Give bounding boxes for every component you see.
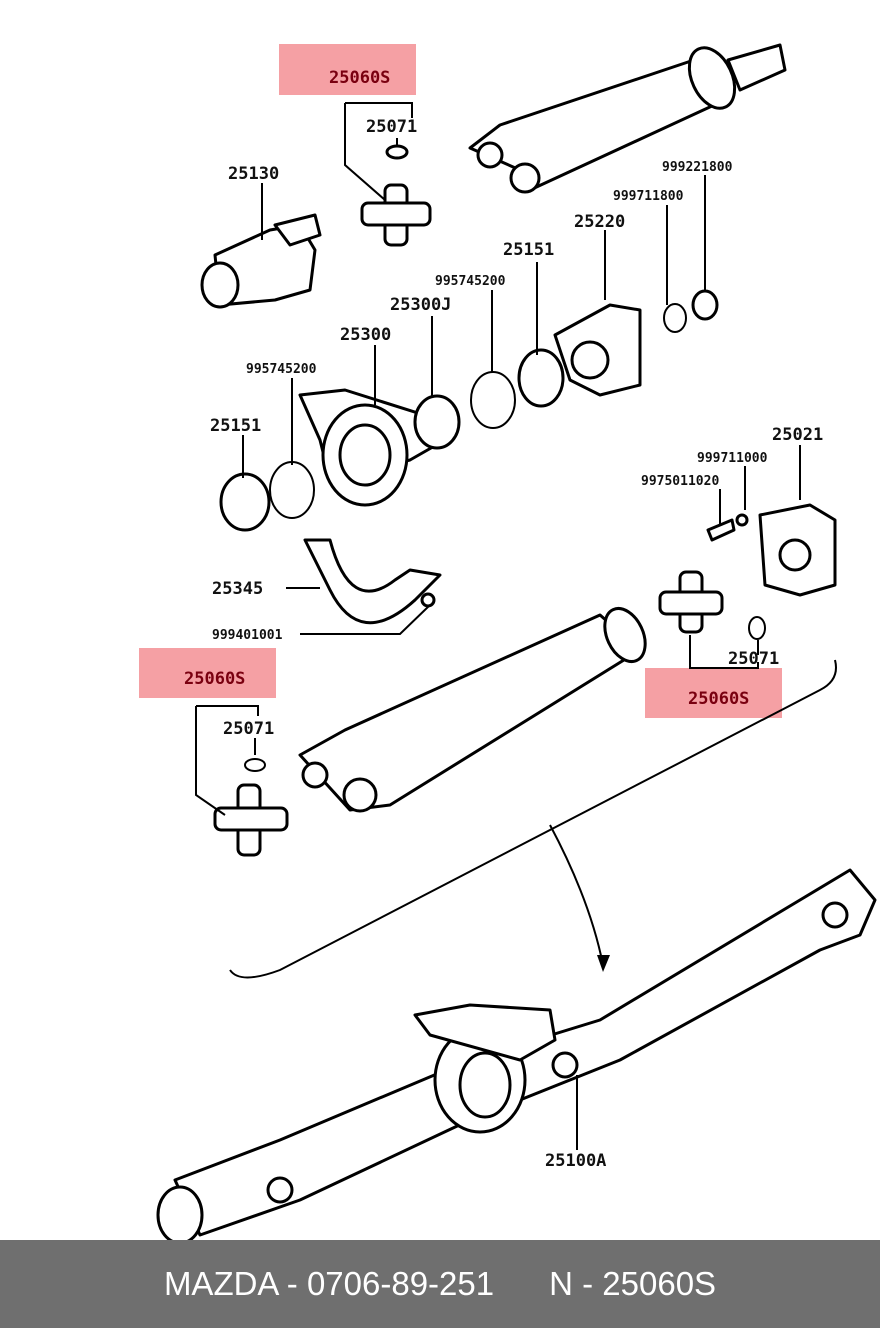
arrow-head [597, 955, 610, 972]
label-25060s-top: 25060S [329, 68, 390, 88]
label-25060s-mid: 25060S [688, 689, 749, 709]
leader-lines [195, 102, 801, 1150]
yoke-25130 [200, 213, 322, 309]
label-999711000: 999711000 [697, 451, 768, 466]
footer-bar: MAZDA - 0706-89-251 N - 25060S [0, 1240, 880, 1328]
label-995745200-b: 995745200 [246, 362, 317, 377]
bracket-25345 [303, 538, 442, 625]
label-25071-mid: 25071 [728, 649, 779, 669]
footer-spacer [494, 1265, 549, 1303]
arrow-line [549, 824, 604, 966]
label-25345: 25345 [212, 579, 263, 599]
label-25021: 25021 [772, 425, 823, 445]
upper-shaft [468, 43, 787, 194]
label-25300j: 25300J [390, 295, 451, 315]
label-25300: 25300 [340, 325, 391, 345]
center-bearing [219, 348, 565, 532]
label-25060s-left: 25060S [184, 669, 245, 689]
label-999221800: 999221800 [662, 160, 733, 175]
highlight-mid [645, 668, 782, 718]
highlight-top [279, 44, 416, 95]
assembled-shaft [156, 868, 877, 1240]
label-25071-top: 25071 [366, 117, 417, 137]
spider-mid [658, 570, 766, 640]
label-25151-left: 25151 [210, 416, 261, 436]
label-25100a: 25100A [545, 1151, 606, 1171]
group-outline [229, 659, 837, 979]
highlight-left [139, 648, 276, 698]
label-999401001: 999401001 [212, 628, 283, 643]
spider-left [213, 758, 289, 857]
parts-diagram: 25060S 25071 25130 999221800 999711800 2… [139, 43, 877, 1240]
spider-top [360, 144, 432, 247]
label-25071-left: 25071 [223, 719, 274, 739]
middle-shaft [298, 607, 647, 813]
label-25220: 25220 [574, 212, 625, 232]
footer-brand-part: MAZDA - 0706-89-251 [163, 1265, 495, 1302]
flange-yoke-25220 [553, 289, 719, 397]
flange-25021 [706, 503, 837, 597]
label-25151-top: 25151 [503, 240, 554, 260]
label-995745200-a: 995745200 [435, 274, 506, 289]
label-999711800: 999711800 [613, 189, 684, 204]
footer-number: N - 25060S [549, 1265, 717, 1302]
label-25130: 25130 [228, 164, 279, 184]
label-9975011020: 9975011020 [641, 474, 719, 489]
